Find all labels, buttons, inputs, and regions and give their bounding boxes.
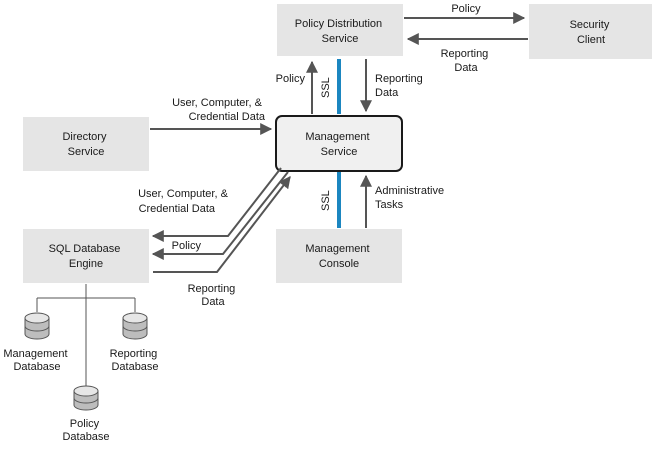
management-console-node: Management Console: [276, 229, 402, 283]
policy-left-label: Policy: [172, 240, 202, 252]
management-service-label: Management Service: [305, 131, 372, 158]
reporting-down-label: Reporting Data: [375, 73, 426, 99]
ssl-label-top: SSL: [320, 77, 332, 98]
security-client-label: Security Client: [570, 19, 613, 46]
admin-tasks-label: Administrative Tasks: [375, 185, 447, 211]
sql-database-engine-node: SQL Database Engine: [23, 229, 149, 283]
user-cred-to-sql-arrow: [151, 167, 282, 242]
policy-top-label: Policy: [451, 3, 481, 15]
user-cred-left-label: User, Computer, & Credential Data: [138, 188, 231, 215]
policy-distribution-service-label: Policy Distribution Service: [295, 18, 385, 45]
reporting-to-management-arrow: [153, 176, 291, 273]
policy-distribution-service-node: Policy Distribution Service: [277, 4, 403, 56]
security-client-node: Security Client: [529, 4, 652, 59]
management-database-icon: [24, 312, 50, 340]
reporting-database-icon: [122, 312, 148, 340]
reporting-top-label: Reporting Data: [441, 48, 492, 74]
sql-database-engine-label: SQL Database Engine: [49, 243, 124, 270]
policy-database-icon: [73, 385, 99, 411]
ssl-label-bottom: SSL: [320, 190, 332, 211]
management-console-label: Management Console: [305, 243, 372, 270]
directory-service-node: Directory Service: [23, 117, 149, 171]
reporting-left-label: Reporting Data: [188, 283, 239, 308]
directory-service-label: Directory Service: [62, 131, 109, 158]
management-database-label: Management Database: [3, 348, 70, 373]
management-service-node: Management Service: [275, 115, 403, 172]
policy-up-label: Policy: [276, 73, 306, 85]
user-cred-top-label: User, Computer, & Credential Data: [172, 97, 266, 123]
policy-to-sql-arrow: [151, 171, 289, 260]
policy-database-label: Policy Database: [62, 418, 109, 443]
reporting-database-label: Reporting Database: [110, 348, 161, 373]
